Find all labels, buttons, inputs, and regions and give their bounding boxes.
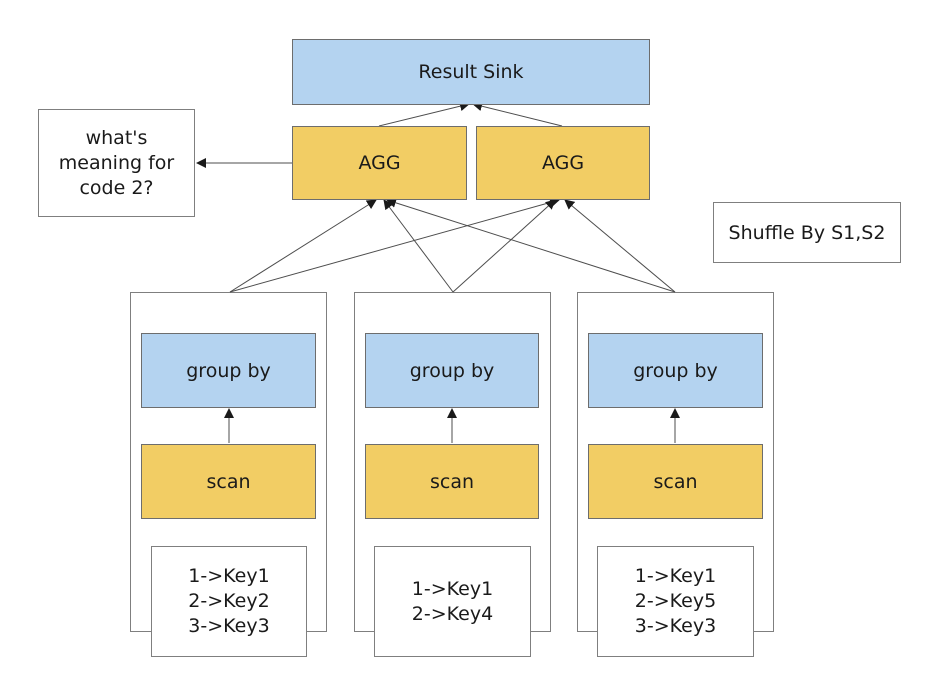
key-entry: 2->Key2 <box>188 590 270 612</box>
edge-node3-to-agg2 <box>564 199 676 293</box>
scan-node-1: scan <box>141 444 316 519</box>
edge-agg2-to-sink <box>472 101 563 127</box>
scan-label-2: scan <box>429 470 475 493</box>
result-sink-node: Result Sink <box>292 39 650 105</box>
edge-node2-to-agg1 <box>383 199 454 293</box>
key-entry: 1->Key1 <box>411 577 494 600</box>
edge-node3-to-agg1 <box>386 197 676 293</box>
group-by-label-3: group by <box>633 359 718 382</box>
shuffle-note-label: Shuffle By S1,S2 <box>728 221 886 244</box>
scan-label-1: scan <box>206 470 251 493</box>
key-entry: 1->Key1 <box>188 565 270 587</box>
result-sink-label: Result Sink <box>418 61 524 83</box>
key-entry: 3->Key3 <box>634 615 717 637</box>
scan-node-2: scan <box>365 444 539 519</box>
group-by-node-3: group by <box>588 333 763 408</box>
group-by-node-2: group by <box>365 333 539 408</box>
question-line-1: what's <box>85 126 148 149</box>
edge-node1-to-agg1 <box>229 199 377 293</box>
agg-label-1: AGG <box>358 152 401 174</box>
group-by-node-1: group by <box>141 333 316 408</box>
scan-node-3: scan <box>588 444 763 519</box>
edge-node2-to-agg2 <box>452 199 556 293</box>
group-by-label-1: group by <box>186 359 271 382</box>
scan-label-3: scan <box>653 470 698 493</box>
key-entry: 1->Key1 <box>634 565 717 587</box>
key-entry: 2->Key5 <box>634 590 717 612</box>
group-by-label-2: group by <box>409 359 495 382</box>
key-entry: 2->Key4 <box>411 602 494 625</box>
agg-label-2: AGG <box>541 152 585 174</box>
agg-node-2: AGG <box>476 126 650 200</box>
key-entry: 3->Key3 <box>188 615 270 637</box>
question-note: what's meaning for code 2? <box>38 109 195 217</box>
key-list-3: 1->Key1 2->Key5 3->Key3 <box>597 546 754 657</box>
key-list-2: 1->Key1 2->Key4 <box>374 546 531 657</box>
agg-node-1: AGG <box>292 126 467 200</box>
edge-node1-to-agg2 <box>229 197 560 293</box>
edge-agg1-to-sink <box>378 101 470 127</box>
shuffle-note: Shuffle By S1,S2 <box>713 202 901 263</box>
question-line-3: code 2? <box>79 176 154 199</box>
question-line-2: meaning for <box>58 151 175 174</box>
key-list-1: 1->Key1 2->Key2 3->Key3 <box>151 546 307 657</box>
